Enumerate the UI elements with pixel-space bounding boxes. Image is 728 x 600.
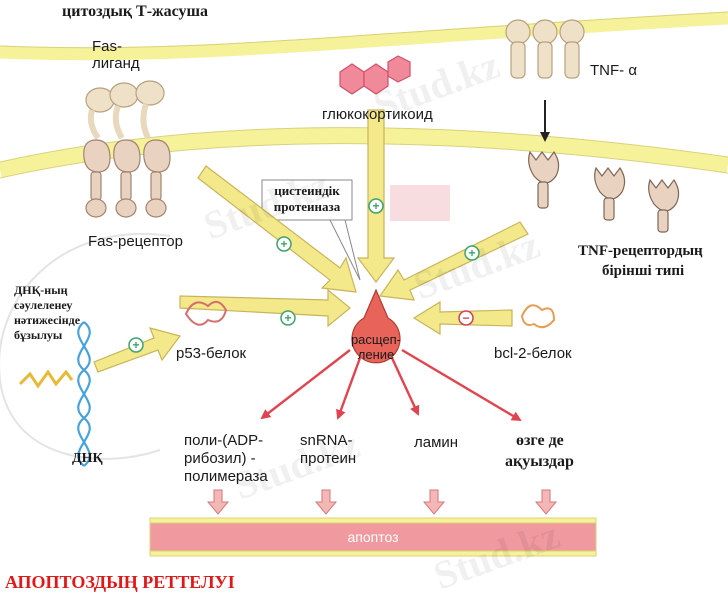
- glucocorticoid-label: глюкокортикоид: [322, 106, 433, 123]
- sign-circles: [128, 198, 480, 353]
- bcl2-protein-shape: [520, 304, 556, 329]
- fas-arrow: [197, 165, 357, 293]
- plus-circle-glucocorticoid: [368, 198, 384, 214]
- p53-arrow: [179, 288, 351, 328]
- dna-damage-label-1: ДНҚ-ның: [14, 283, 68, 297]
- down-arrows: [206, 489, 558, 515]
- parp-label-2: рибозил) -: [184, 450, 256, 467]
- sign-text: + + + + − +: [132, 199, 475, 352]
- plus-circle-dna: [128, 337, 144, 353]
- lamin-label: ламин: [414, 434, 459, 451]
- cleavage-arrows: [260, 348, 522, 422]
- plus-circle-p53: [280, 310, 296, 326]
- glucocorticoid-molecule: [339, 55, 411, 95]
- fas-receptor-label: Fas-рецептор: [88, 233, 183, 250]
- svg-text:+: +: [280, 237, 287, 251]
- pink-placeholder-box: [390, 185, 450, 221]
- p53-protein-shape: [184, 300, 228, 326]
- tnf-receptor-group: [528, 150, 680, 233]
- bcl2-label: bcl-2-белок: [494, 345, 572, 362]
- dna-inset-boundary: [0, 233, 171, 460]
- other-proteins-label-1: өзге де: [516, 432, 564, 449]
- dna-damage-label-2: сәулеленеу: [14, 298, 73, 312]
- parp-label-1: поли-(ADP-: [184, 432, 264, 449]
- tnf-alpha-label: TNF- α: [590, 62, 637, 79]
- fas-receptor-group: [83, 139, 171, 218]
- svg-text:+: +: [284, 311, 291, 325]
- dna-label: ДНҚ: [72, 451, 103, 466]
- watermark: Stud.kz: [408, 222, 546, 309]
- svg-text:−: −: [462, 311, 469, 325]
- callout-pointer: [329, 219, 361, 281]
- svg-text:+: +: [468, 246, 475, 260]
- plus-circle-tnf: [464, 245, 480, 261]
- snrna-label-1: snRNA-: [300, 432, 353, 449]
- fas-ligand-label-1: Fas-: [92, 38, 122, 55]
- snrna-label-2: протеин: [300, 450, 357, 467]
- dna-helix: [77, 321, 91, 467]
- fas-ligand-label-2: лиганд: [92, 55, 140, 72]
- tnf-receptor-label-2: бірінші типі: [602, 263, 685, 279]
- cysteine-protease-label-1: цистеиндік: [274, 183, 340, 198]
- cysteine-protease-label-2: протеиназа: [273, 199, 341, 214]
- cleavage-label-1: расщеп-: [350, 332, 402, 347]
- caspase-enzyme: [351, 288, 401, 364]
- figure-title: АПОПТОЗДЫҢ РЕТТЕЛУІ: [5, 572, 235, 592]
- svg-text:+: +: [372, 199, 379, 213]
- parp-label-3: полимераза: [184, 468, 268, 485]
- dna-damage-label-3: нәтижесінде: [14, 313, 81, 327]
- cysteine-protease-box: [261, 179, 353, 221]
- plus-circle-fas: [276, 236, 292, 252]
- tnf-receptor-label-1: TNF-рецептордың: [578, 243, 703, 259]
- cleavage-label-2: ление: [357, 347, 395, 362]
- glucocorticoid-arrow: [356, 109, 396, 283]
- t-cell-label: цитоздық Т-жасуша: [62, 3, 209, 20]
- tnf-alpha-group: [505, 19, 585, 79]
- other-proteins-label-2: ақуыздар: [505, 453, 574, 470]
- dna-damage-label-4: бұзылуы: [14, 328, 63, 342]
- tnf-receptor-arrow: [378, 221, 529, 301]
- p53-label: p53-белок: [176, 345, 247, 362]
- apoptosis-bar: [149, 522, 597, 552]
- svg-text:+: +: [132, 338, 139, 352]
- apoptosis-label: апоптоз: [347, 529, 399, 545]
- radiation-zigzag: [18, 369, 74, 389]
- minus-circle-bcl2: [458, 310, 474, 326]
- fas-ligand-group: [85, 80, 165, 140]
